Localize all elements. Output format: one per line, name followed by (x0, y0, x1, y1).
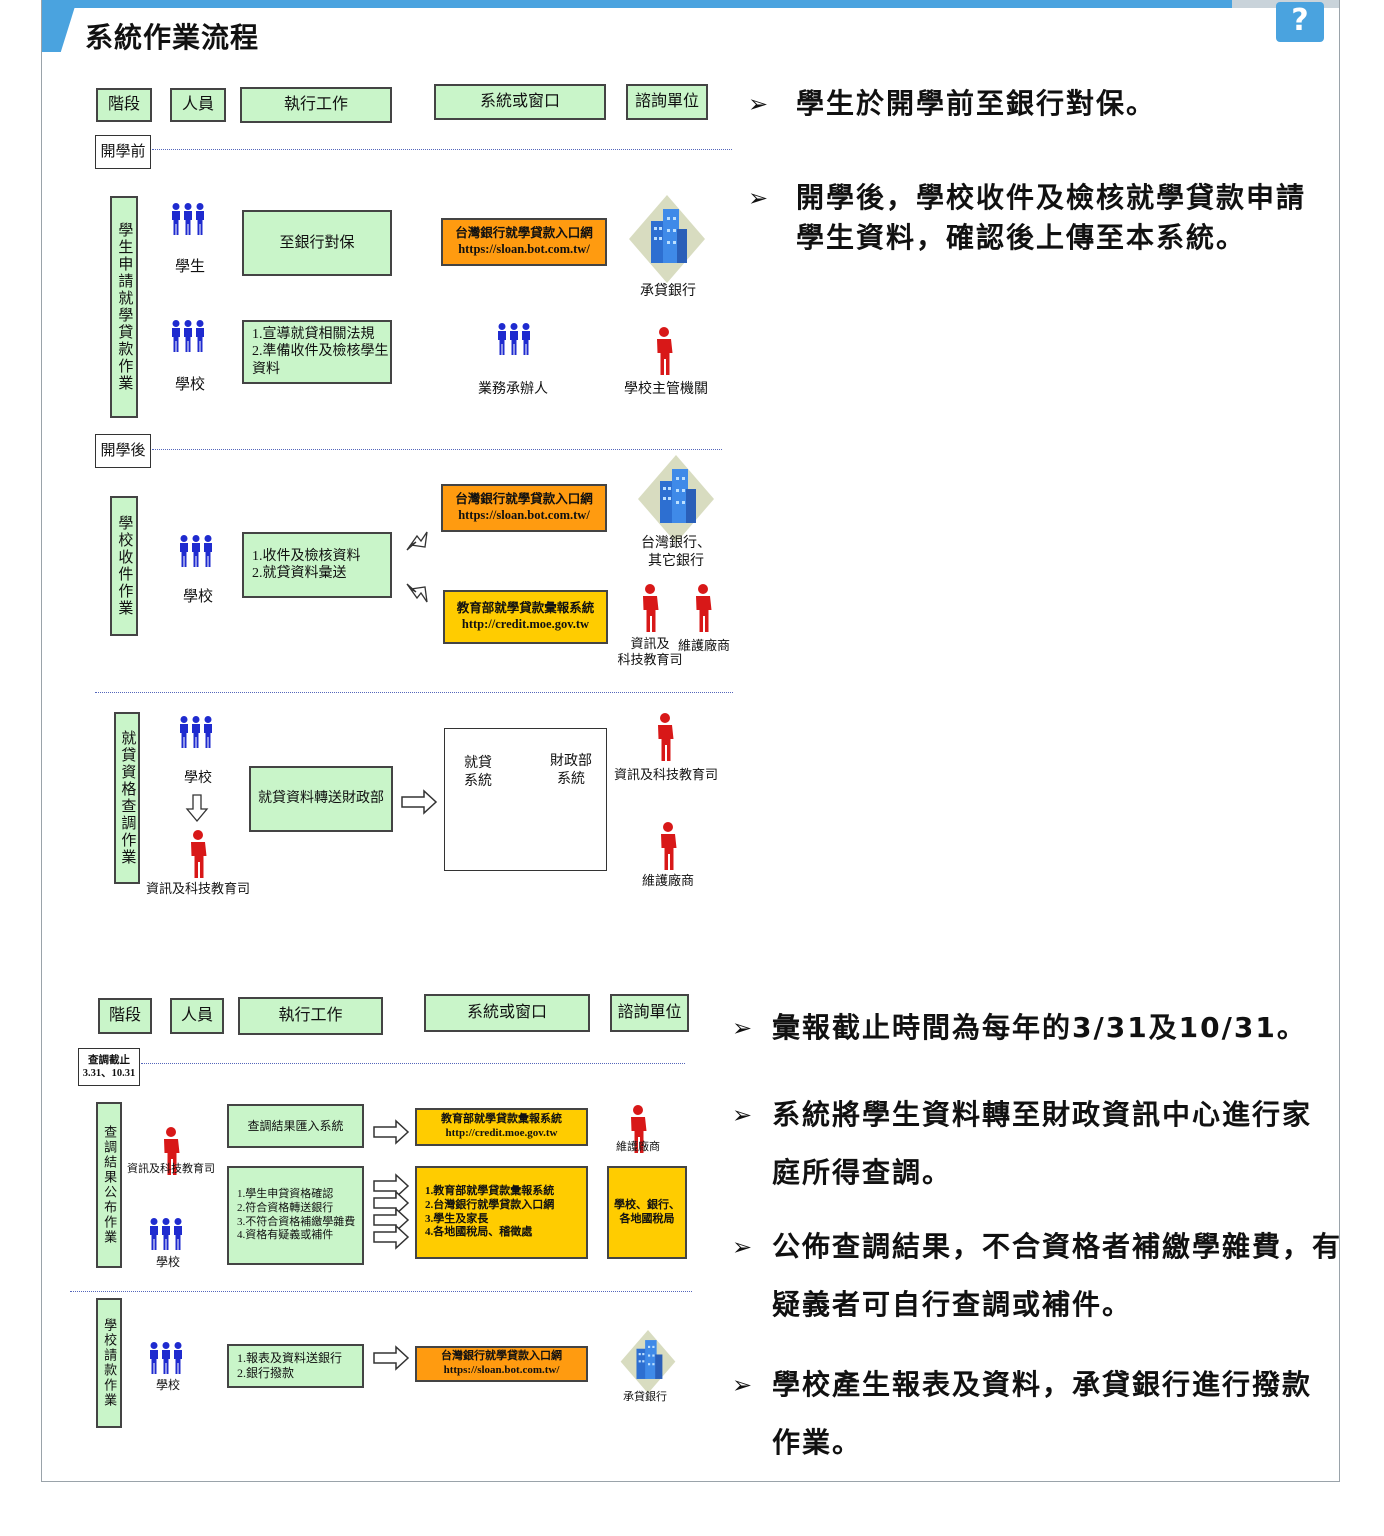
bullet-icon: ➢ (732, 1371, 755, 1399)
label-school-b: 學校 (155, 1255, 180, 1269)
moe-system-box: 教育部就學貸款彙報系統 http://credit.moe.gov.tw (443, 590, 608, 644)
header-work: 執行工作 (240, 87, 392, 123)
divider-line-2 (152, 449, 722, 450)
page-title: 系統作業流程 (85, 21, 260, 54)
people-icon-school (172, 320, 204, 352)
task-import-results: 查調結果匯入系統 (227, 1104, 364, 1148)
right-arrow-icon-c (373, 1346, 409, 1370)
label-dept-2: 資訊及科技教育司 (146, 881, 251, 896)
people-icon-school-2 (180, 535, 212, 567)
people-icon-school-3 (180, 716, 212, 748)
task-bank-guarantee: 至銀行對保 (242, 210, 392, 276)
header-bar (41, 0, 1340, 8)
people-icon-school-c (150, 1342, 182, 1374)
right-arrow-icon-b1 (373, 1120, 409, 1144)
system-transfer-box (444, 728, 607, 871)
portal-bot-box-2: 台灣銀行就學貸款入口網 https://sloan.bot.com.tw/ (441, 484, 607, 532)
bullet-icon: ➢ (748, 184, 771, 212)
header-window: 系統或窗口 (434, 84, 606, 120)
divider-line (152, 149, 732, 150)
label-authority: 學校主管機關 (624, 382, 708, 397)
header-window-b: 系統或窗口 (424, 994, 590, 1032)
task-report-payment: 1.報表及資料送銀行 2.銀行撥款 (227, 1344, 364, 1388)
right-arrow-icon-b2 (373, 1174, 409, 1198)
label-mof-system: 財政部 系統 (550, 754, 592, 787)
header-people-b: 人員 (170, 998, 224, 1034)
right-arrow-icon-b5 (373, 1225, 409, 1249)
person-icon-vendor-2 (661, 822, 677, 870)
label-banks: 台灣銀行、 其它銀行 (641, 536, 711, 569)
down-right-arrow-icon (406, 583, 428, 603)
content-panel (41, 0, 1340, 1482)
consult-box: 學校、銀行、 各地國稅局 (607, 1166, 687, 1259)
label-loan-system: 就貸 系統 (464, 756, 492, 789)
moe-system-box-b: 教育部就學貸款彙報系統 http://credit.moe.gov.tw (415, 1108, 588, 1146)
down-arrow-icon (185, 794, 209, 823)
bank-building-icon-2 (638, 455, 714, 543)
help-button[interactable]: ? (1276, 2, 1324, 42)
right-arrow-icon-b4 (373, 1208, 409, 1232)
targets-box: 1.教育部就學貸款彙報系統 2.台灣銀行就學貸款入口網 3.學生及家長 4.各地… (415, 1166, 588, 1259)
label-staff: 業務承辦人 (478, 382, 548, 397)
label-vendor-b: 維護廠商 (616, 1141, 660, 1153)
task-receive-check: 1.收件及檢核資料 2.就貸資料彙送 (242, 532, 392, 598)
label-school: 學校 (174, 377, 205, 393)
divider-line-b1 (141, 1063, 685, 1064)
bullet-icon: ➢ (748, 90, 771, 118)
label-school-3: 學校 (184, 771, 212, 786)
right-arrow-icon-b3 (373, 1191, 409, 1215)
header-people: 人員 (170, 88, 226, 122)
label-vendor: 維護廠商 (677, 638, 730, 653)
header-stage-b: 階段 (98, 998, 152, 1034)
stage-student-apply: 學生申請就學貸款作業 (110, 196, 138, 418)
person-icon-dept (643, 584, 659, 632)
person-icon-vendor (696, 584, 712, 632)
bullet-icon: ➢ (732, 1101, 755, 1129)
stage-school-claim: 學校請款作業 (96, 1298, 122, 1428)
bank-building-icon-3 (620, 1330, 676, 1394)
right-arrow-icon (401, 790, 437, 814)
deadline-label: 查調截止 3.31、10.31 (78, 1048, 140, 1086)
person-icon-dept-2 (191, 830, 207, 878)
after-school-label: 開學後 (95, 434, 151, 468)
bullet-icon: ➢ (732, 1014, 755, 1042)
divider-line-b2 (70, 1291, 692, 1292)
portal-bot-box-b: 台灣銀行就學貸款入口網 https://sloan.bot.com.tw/ (415, 1346, 588, 1382)
stage-eligibility-check: 就貸資格查調作業 (114, 712, 140, 884)
people-icon-staff (498, 323, 530, 355)
divider-line-3 (95, 692, 733, 693)
portal-bot-box: 台灣銀行就學貸款入口網 https://sloan.bot.com.tw/ (441, 218, 607, 266)
bank-building-icon (629, 195, 705, 283)
person-icon-authority (657, 327, 673, 375)
header-consult-b: 諮詢單位 (610, 994, 689, 1032)
people-icon-student (172, 203, 204, 235)
label-lending-bank: 承貸銀行 (640, 284, 696, 299)
label-dept: 資訊及 科技教育司 (617, 636, 683, 668)
stage-school-receive: 學校收件作業 (110, 496, 138, 636)
bullet-icon: ➢ (732, 1233, 755, 1261)
label-school-2: 學校 (182, 589, 213, 605)
label-school-c: 學校 (155, 1378, 180, 1392)
label-dept-b: 資訊及科技教育司 (127, 1163, 215, 1175)
label-vendor-2: 維護廠商 (641, 873, 694, 888)
up-right-arrow-icon (406, 531, 428, 551)
label-student: 學生 (174, 259, 205, 275)
stage-result-publish: 查調結果公布作業 (96, 1102, 122, 1268)
header-work-b: 執行工作 (238, 997, 383, 1035)
task-promote-prepare: 1.宣導就貸相關法規 2.準備收件及檢核學生資料 (242, 320, 392, 384)
header-consult: 諮詢單位 (626, 84, 708, 120)
task-transfer-mof: 就貸資料轉送財政部 (249, 766, 393, 832)
task-eligibility-results: 1.學生申貸資格確認 2.符合資格轉送銀行 3.不符合資格補繳學雜費 4.資格有… (227, 1166, 364, 1265)
label-dept-3: 資訊及科技教育司 (614, 767, 719, 782)
label-lending-bank-b: 承貸銀行 (623, 1391, 667, 1403)
header-stage: 階段 (96, 88, 152, 122)
person-icon-dept-3 (658, 713, 674, 761)
before-school-label: 開學前 (95, 135, 151, 169)
people-icon-school-b (150, 1218, 182, 1250)
